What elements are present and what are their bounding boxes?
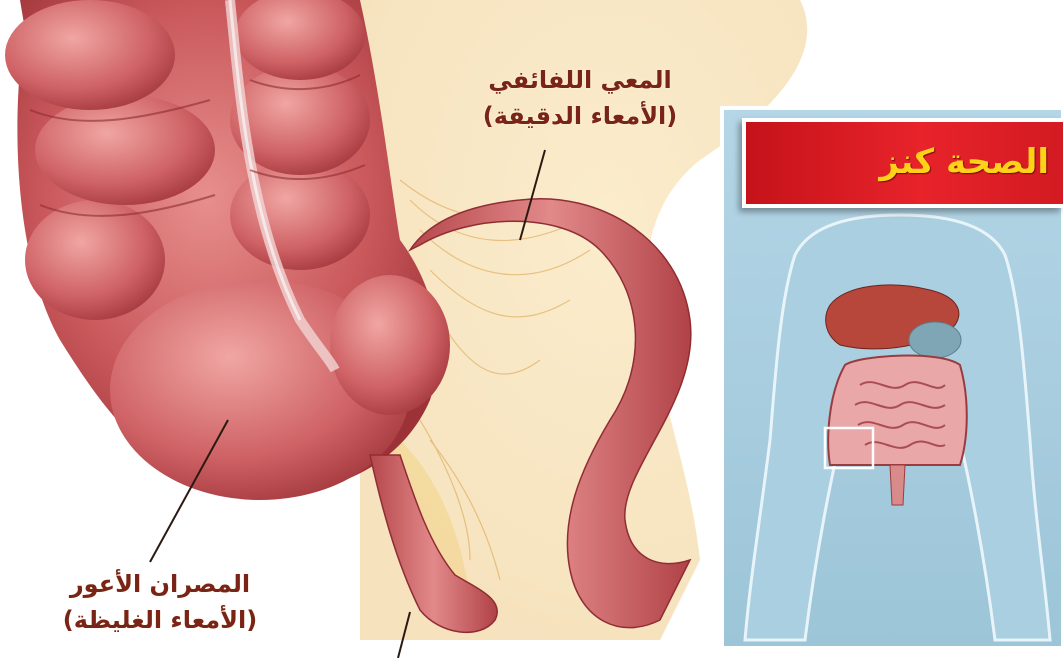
small-intestine-label: المعي اللفائفي (الأمعاء الدقيقة) [460,62,700,134]
cecum-label-line1: المصران الأعور [20,566,300,602]
cecum-label: المصران الأعور (الأمعاء الغليظة) [20,566,300,638]
small-intestine-label-line2: (الأمعاء الدقيقة) [460,98,700,134]
cecum-label-line2: (الأمعاء الغليظة) [20,602,300,638]
small-intestine-label-line1: المعي اللفائفي [460,62,700,98]
brand-banner: الصحة كنز [742,118,1063,208]
brand-title: الصحة كنز [879,140,1049,184]
